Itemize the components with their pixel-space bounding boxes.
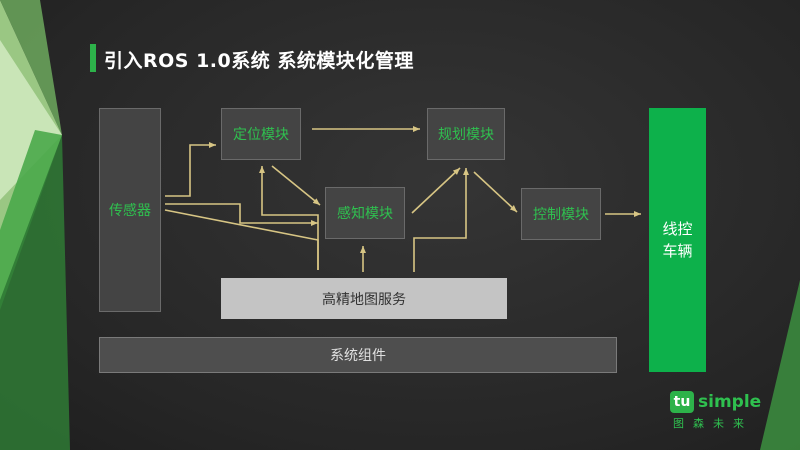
page-title: 引入ROS 1.0系统 系统模块化管理 <box>104 50 414 72</box>
arrow-perception-to-planning <box>411 167 461 214</box>
logo-badge: tu <box>670 391 694 413</box>
sensor-box: 传感器 <box>99 108 161 312</box>
vehicle-label-line2: 车辆 <box>662 242 693 260</box>
title-accent-bar <box>90 44 96 72</box>
perception-label: 感知模块 <box>337 206 393 222</box>
planning-module-box: 规划模块 <box>427 108 505 160</box>
tusimple-logo: tu simple 图森未来 <box>670 391 770 431</box>
hd-map-service-box: 高精地图服务 <box>221 278 507 319</box>
arrow-map-to-planning <box>413 168 469 272</box>
localization-label: 定位模块 <box>233 127 289 143</box>
control-label: 控制模块 <box>533 207 589 223</box>
logo-chinese: 图森未来 <box>673 417 753 430</box>
arrow-sensor-to-perception <box>165 203 318 226</box>
sensor-label: 传感器 <box>109 203 151 219</box>
arrow-sensor-to-localization <box>165 142 216 197</box>
vehicle-label-line1: 线控 <box>662 220 693 238</box>
left-decoration <box>0 0 70 450</box>
right-decoration <box>760 280 800 450</box>
logo-word: simple <box>698 392 762 412</box>
planning-label: 规划模块 <box>438 127 494 143</box>
system-components-label: 系统组件 <box>330 348 386 364</box>
control-module-box: 控制模块 <box>521 188 601 240</box>
system-components-box: 系统组件 <box>99 337 617 373</box>
arrow-localization-to-perception <box>271 165 321 206</box>
hd-map-label: 高精地图服务 <box>322 291 406 308</box>
arrow-sensor-to-control-area <box>164 209 319 270</box>
perception-module-box: 感知模块 <box>325 187 405 239</box>
arrow-planning-to-control <box>473 171 518 213</box>
localization-module-box: 定位模块 <box>221 108 301 160</box>
arrow-map-to-localization <box>259 166 319 270</box>
drive-by-wire-vehicle-box: 线控 车辆 <box>649 108 706 372</box>
